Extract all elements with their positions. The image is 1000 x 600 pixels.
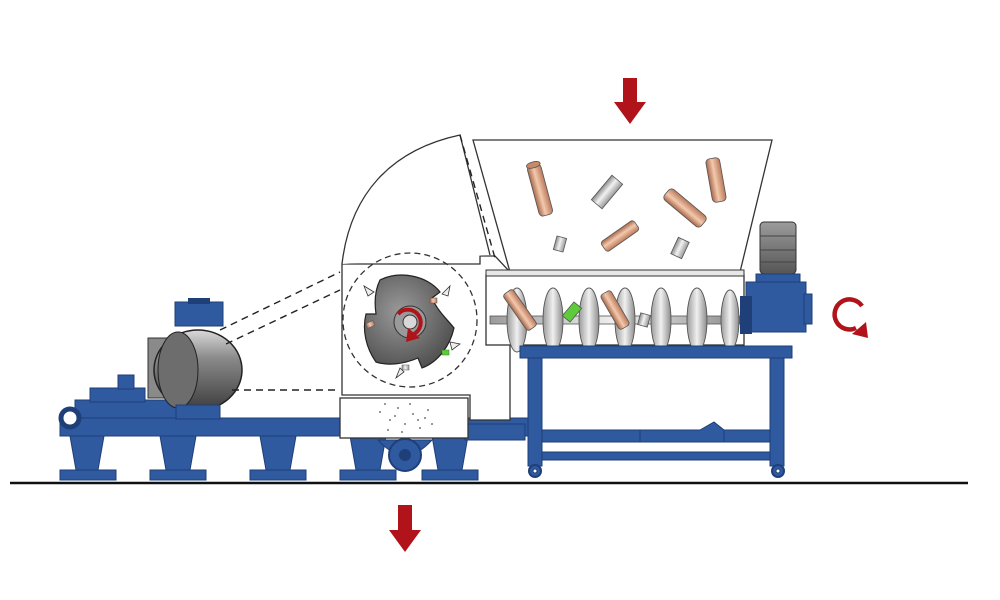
pulley	[376, 438, 434, 472]
rotor-rotation-icon	[396, 307, 423, 342]
rotate-clockwise-icon	[832, 297, 868, 338]
rotor-chamber	[342, 252, 478, 388]
screw-frame	[519, 345, 793, 478]
hopper-material	[526, 157, 727, 260]
arrow-down-icon	[614, 78, 646, 124]
fragments	[365, 297, 450, 371]
hopper	[472, 139, 773, 273]
particles	[379, 403, 433, 433]
screw-drive	[740, 221, 813, 334]
base-frame	[58, 374, 531, 481]
screw-material	[503, 289, 651, 331]
arrow-down-icon	[389, 505, 421, 552]
motor	[147, 298, 243, 420]
belt-guard	[219, 271, 341, 391]
